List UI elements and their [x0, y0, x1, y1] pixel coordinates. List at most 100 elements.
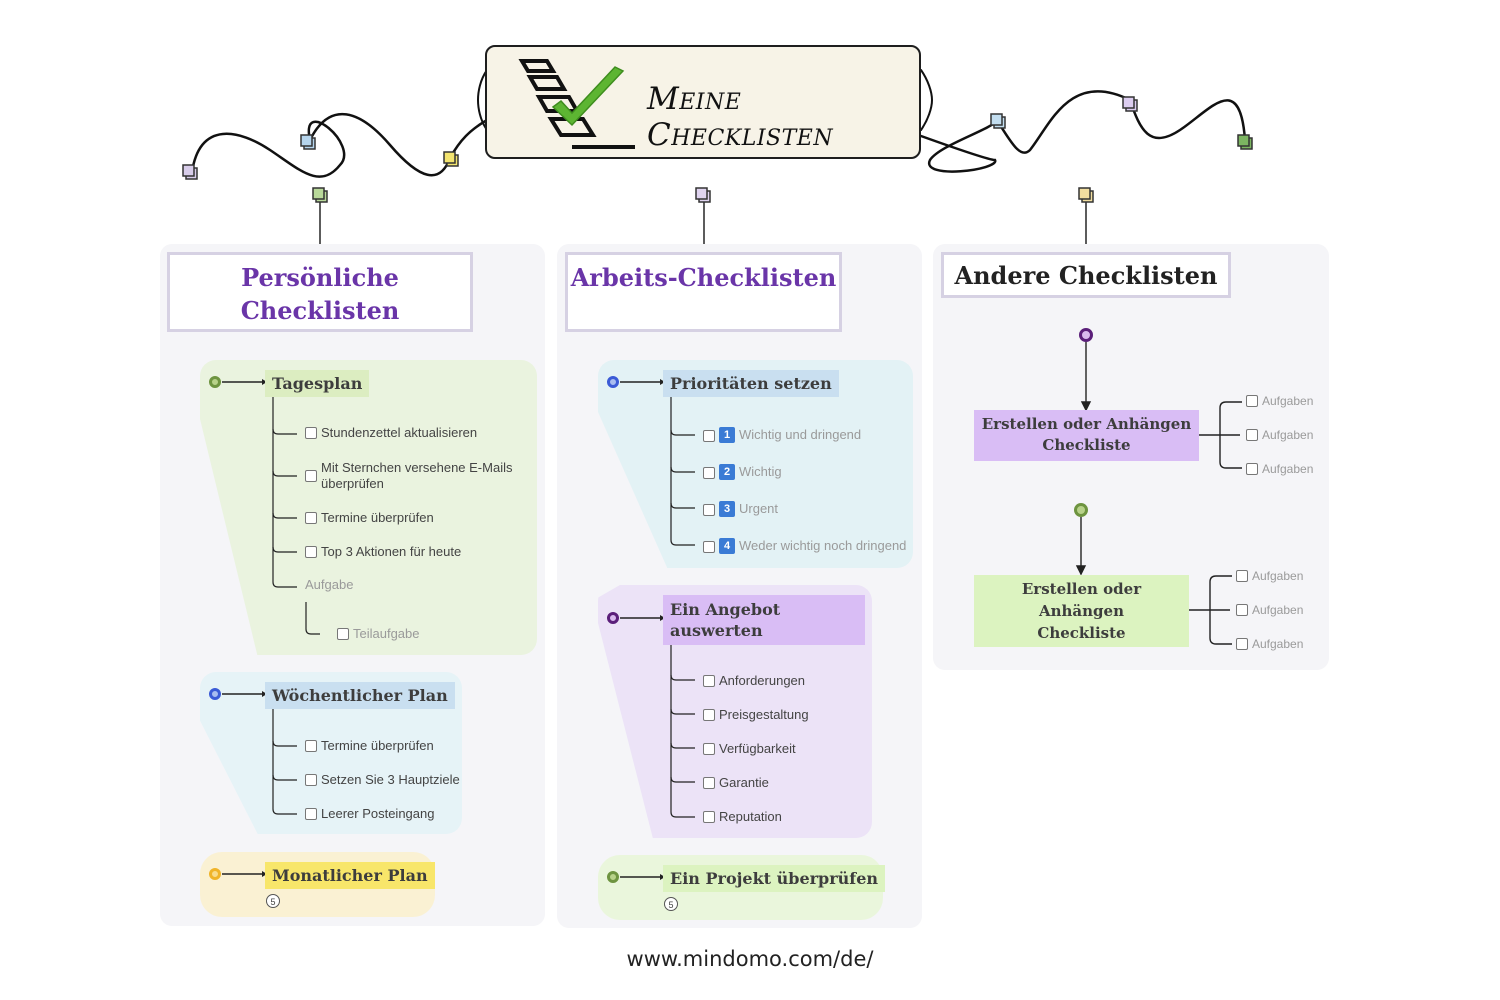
checkbox[interactable] [703, 709, 715, 721]
checklist-item[interactable]: Reputation [703, 809, 782, 825]
topic-connector [222, 691, 267, 697]
topic-marker-green[interactable] [607, 871, 619, 883]
checkbox[interactable] [305, 470, 317, 482]
checkbox[interactable] [703, 777, 715, 789]
checkbox[interactable] [305, 546, 317, 558]
topic-erstellen-checkliste-1[interactable]: Erstellen oder Anhängen Checkliste [974, 410, 1199, 461]
checkbox[interactable] [305, 808, 317, 820]
topic-connector [222, 871, 267, 877]
checklist-item[interactable]: Garantie [703, 775, 769, 791]
brace-right [920, 69, 934, 131]
checkbox[interactable] [305, 740, 317, 752]
checklist-item[interactable]: Termine überprüfen [305, 510, 434, 526]
central-topic[interactable]: Meine Checklisten [485, 45, 921, 159]
checklist-item[interactable]: Preisgestaltung [703, 707, 809, 723]
checkbox[interactable] [1236, 604, 1248, 616]
topic-ein-projekt-ueberpruefen[interactable]: Ein Projekt überprüfen [663, 865, 885, 892]
topic-connector [620, 615, 665, 621]
priority-4-icon: 4 [719, 538, 735, 554]
task-item[interactable]: Aufgaben [1246, 393, 1313, 409]
topic-marker-green[interactable] [1074, 503, 1088, 517]
branch-lines-tagesplan [272, 397, 320, 635]
connector-square-purple [182, 164, 198, 180]
checkbox[interactable] [703, 504, 715, 516]
header-work-label: Arbeits-Checklisten [570, 263, 837, 292]
central-title: Meine Checklisten [647, 81, 834, 153]
topic-marker-purple[interactable] [1079, 328, 1093, 342]
connector-square-darkgreen [1237, 134, 1253, 150]
task-item[interactable]: Aufgaben [1246, 461, 1313, 477]
checkbox[interactable] [1246, 463, 1258, 475]
connector-square-lavender [695, 187, 711, 203]
checkbox[interactable] [703, 743, 715, 755]
topic-connector [620, 379, 665, 385]
checkbox[interactable] [703, 430, 715, 442]
priority-3-icon: 3 [719, 501, 735, 517]
checklist-item[interactable]: Stundenzettel aktualisieren [305, 425, 477, 441]
topic-marker-green[interactable] [209, 376, 221, 388]
checkbox[interactable] [1246, 395, 1258, 407]
task-item[interactable]: Aufgaben [1236, 568, 1303, 584]
subtask-item[interactable]: Teilaufgabe [337, 626, 420, 642]
topic-tagesplan[interactable]: Tagesplan [265, 370, 370, 397]
connector-square-yellow [443, 151, 459, 167]
branch-lines-woechentlich [272, 709, 297, 815]
checklist-item[interactable]: Mit Sternchen versehene E-Mails überprüf… [305, 460, 515, 492]
topic-marker-blue[interactable] [607, 376, 619, 388]
topic-erstellen-checkliste-2[interactable]: Erstellen oder Anhängen Checkliste [974, 575, 1189, 647]
branch-lines-angebot [670, 645, 695, 818]
connector-square-lightblue [990, 113, 1006, 129]
collapsed-count-badge[interactable]: 5 [664, 897, 678, 911]
task-item[interactable]: Aufgaben [1246, 427, 1313, 443]
collapsed-count-badge[interactable]: 5 [266, 894, 280, 908]
checklist-item[interactable]: Termine überprüfen [305, 738, 434, 754]
checkbox[interactable] [1236, 570, 1248, 582]
checklist-item[interactable]: Anforderungen [703, 673, 805, 689]
topic-marker-yellow[interactable] [209, 868, 221, 880]
task-item[interactable]: Aufgaben [1236, 602, 1303, 618]
header-other-label: Andere Checklisten [954, 261, 1218, 290]
topic-woechentlicher-plan[interactable]: Wöchentlicher Plan [265, 682, 455, 709]
checklist-item[interactable]: Verfügbarkeit [703, 741, 796, 757]
checklist-item[interactable]: Top 3 Aktionen für heute [305, 544, 461, 560]
header-personal[interactable]: Persönliche Checklisten [167, 252, 473, 332]
topic-prioritaeten-setzen[interactable]: Prioritäten setzen [663, 370, 839, 397]
topic-connector [222, 379, 267, 385]
footer-url[interactable]: www.mindomo.com/de/ [626, 947, 874, 971]
checkbox[interactable] [703, 541, 715, 553]
branch-lines-other [1075, 342, 1242, 645]
checkbox[interactable] [1236, 638, 1248, 650]
header-other[interactable]: Andere Checklisten [941, 252, 1231, 298]
checklist-item[interactable]: Leerer Posteingang [305, 806, 434, 822]
checkbox[interactable] [305, 512, 317, 524]
checkbox[interactable] [305, 427, 317, 439]
checkbox[interactable] [703, 675, 715, 687]
connector-square-green [312, 187, 328, 203]
header-personal-label: Persönliche Checklisten [240, 263, 400, 325]
priority-1-icon: 1 [719, 427, 735, 443]
checkbox[interactable] [337, 628, 349, 640]
header-work[interactable]: Arbeits-Checklisten [565, 252, 842, 332]
wavy-connector-right [919, 90, 1247, 173]
checklist-item[interactable]: Setzen Sie 3 Hauptziele [305, 772, 460, 788]
task-item[interactable]: Aufgaben [1236, 636, 1303, 652]
connector-square-gold [1078, 187, 1094, 203]
task-placeholder[interactable]: Aufgabe [305, 577, 354, 592]
checkbox[interactable] [305, 774, 317, 786]
checkbox[interactable] [703, 811, 715, 823]
topic-monatlicher-plan[interactable]: Monatlicher Plan [265, 862, 435, 889]
checklist-checkmark-icon [518, 59, 635, 149]
wavy-connector-left [190, 112, 489, 178]
topic-group-tagesplan [200, 360, 537, 655]
checkbox[interactable] [703, 467, 715, 479]
topic-connector [620, 874, 665, 880]
topic-marker-purple[interactable] [607, 612, 619, 624]
connector-square-blue [300, 134, 316, 150]
topic-ein-angebot-auswerten[interactable]: Ein Angebot auswerten [663, 595, 865, 645]
checkbox[interactable] [1246, 429, 1258, 441]
topic-marker-blue[interactable] [209, 688, 221, 700]
